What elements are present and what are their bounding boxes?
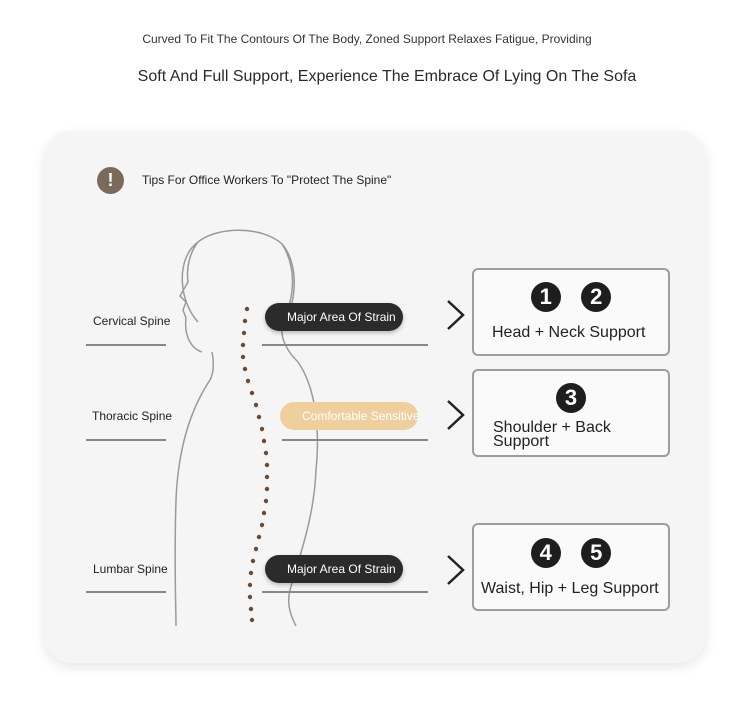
lumbar-underline [86,591,166,593]
support-box-shoulder-back: 3 Shoulder + Back Support [472,369,670,457]
header-line-1: Curved To Fit The Contours Of The Body, … [142,32,592,46]
spine-dots [240,306,270,623]
cervical-underline [86,344,166,346]
exclamation-icon: ! [97,167,124,194]
cervical-spine-label: Cervical Spine [93,314,171,328]
strain-underline-2 [262,591,428,593]
support-box-waist-hip-leg: 4 5 Waist, Hip + Leg Support [472,523,670,611]
number-badge-5: 5 [581,538,612,568]
comfortable-sensitive-pill: Comfortable Sensitive Area [280,402,418,430]
support-box-head-neck: 1 2 Head + Neck Support [472,268,670,356]
number-badge-2: 2 [581,282,612,312]
waist-hip-leg-support-label: Waist, Hip + Leg Support [481,580,659,597]
header-line-2: Soft And Full Support, Experience The Em… [137,68,637,85]
sensitive-underline [282,439,428,441]
chevron-right-icon [447,400,465,430]
shoulder-back-support-label: Shoulder + Back Support [493,419,611,450]
chevron-right-icon [447,555,465,585]
number-badge-1: 1 [530,282,561,312]
chevron-right-icon [447,300,465,330]
lumbar-spine-label: Lumbar Spine [93,562,168,576]
major-strain-pill-2: Major Area Of Strain [265,555,403,583]
tip-text: Tips For Office Workers To "Protect The … [142,173,392,187]
number-badge-3: 3 [556,383,586,413]
head-neck-support-label: Head + Neck Support [492,324,646,341]
thoracic-spine-label: Thoracic Spine [92,409,173,423]
major-strain-pill-1: Major Area Of Strain [265,303,403,331]
number-badge-4: 4 [530,538,561,568]
strain-underline-1 [262,344,428,346]
thoracic-underline [86,439,166,441]
